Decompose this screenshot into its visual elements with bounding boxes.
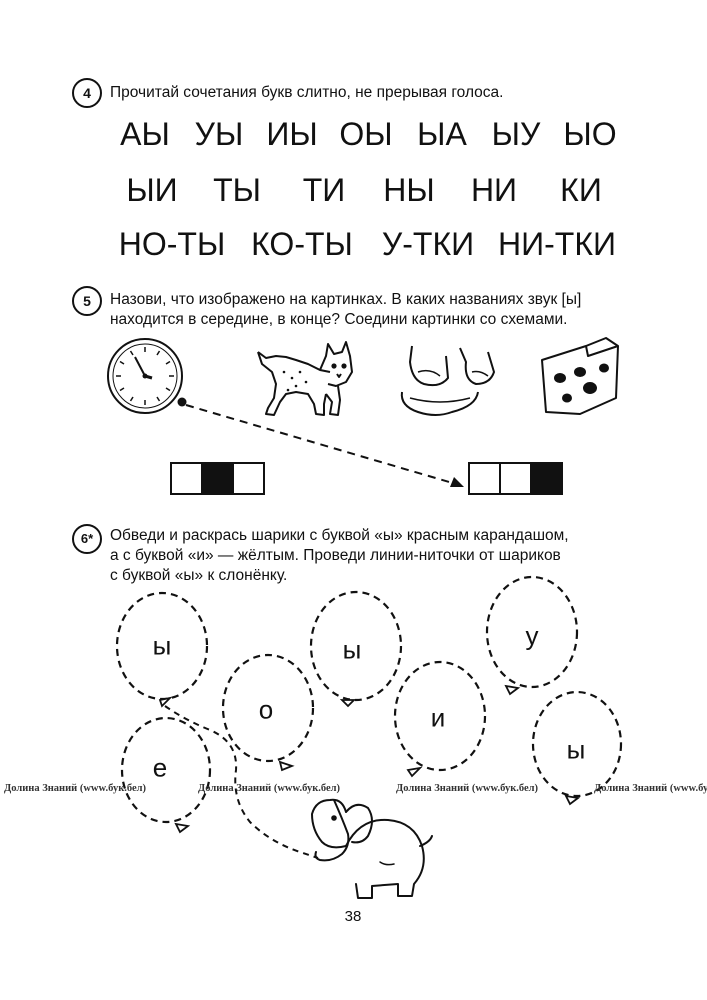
scheme-cell-filled [201,462,234,495]
balloon-outline[interactable] [485,575,579,689]
balloon-letter: ы [566,734,586,765]
task5-instruction-line2: находится в середине, в конце? Соедини к… [110,311,568,328]
syllable: КИ [560,172,602,208]
syllable: НИ-ТКИ [498,226,616,262]
task6-instruction-line3: с буквой «ы» к слонёнку. [110,567,288,584]
syllable: У-ТКИ [381,226,475,262]
elephant-icon [311,798,433,899]
syllable: НИ [470,172,518,208]
scheme-cell-empty [499,462,532,495]
task6-number: 6* [72,524,102,554]
syllable: ЫО [563,116,617,152]
task5-number: 5 [72,286,102,316]
sound-scheme[interactable] [468,462,563,495]
watermark: Долина Знаний (www.бук.бел) [198,783,341,794]
syllable: ЫУ [491,116,541,152]
syllable: ТЫ [213,172,261,208]
hands-dough-icon [400,345,495,416]
watermark: Долина Знаний (www.бук.бел) [594,783,707,794]
arrow-head [450,477,464,487]
syllable: НО-ТЫ [118,226,226,262]
balloon-knot [339,699,357,708]
watermark: Долина Знаний (www.бук.бел) [396,783,539,794]
task5-instruction-line1: Назови, что изображено на картинках. В к… [110,291,582,308]
syllable: ИЫ [266,116,318,152]
balloon-letter: и [430,702,446,733]
balloon-outline[interactable] [221,653,315,763]
syllable: ЫА [417,116,467,152]
watermark: Долина Знаний (www.бук.бел) [4,783,147,794]
balloon-knot [406,766,423,778]
page-number: 38 [344,908,362,925]
task4-instruction: Прочитай сочетания букв слитно, не преры… [110,84,504,101]
balloon-letter: е [152,752,168,783]
balloon-outline[interactable] [531,690,623,798]
scheme-cell-empty [232,462,265,495]
scheme-cell-empty [468,462,501,495]
connection-line [185,404,457,485]
syllable: ЫИ [126,172,178,208]
balloon-letter: о [258,694,274,725]
balloon-knot [564,794,581,806]
balloon-string [164,705,319,859]
lynx-icon [257,341,353,416]
balloon-letter: у [525,620,539,651]
syllable: НЫ [383,172,435,208]
balloon-letter: ы [152,630,172,661]
sound-scheme[interactable] [170,462,265,495]
scheme-cell-filled [530,462,563,495]
syllable: КО-ТЫ [251,226,353,262]
balloon-letter: ы [342,634,362,665]
balloon-knot [174,822,191,834]
task6-instruction-line1: Обведи и раскрась шарики с буквой «ы» кр… [110,527,569,544]
task6-instruction-line2: а с буквой «и» — жёлтым. Проведи линии-н… [110,547,561,564]
balloon-outline[interactable] [120,716,212,824]
cheese-icon [541,337,619,415]
syllable: ОЫ [339,116,393,152]
syllable: УЫ [194,116,244,152]
balloon-outline[interactable] [309,590,403,702]
syllable: ТИ [302,172,346,208]
balloon-outline[interactable] [393,660,487,772]
clock-icon [107,338,183,414]
scheme-cell-empty [170,462,203,495]
balloon-knot [278,760,295,772]
task4-number: 4 [72,78,102,108]
balloon-knot [504,684,521,696]
syllable: АЫ [120,116,170,152]
balloon-knot [158,696,173,708]
arrow-start-dot [177,397,187,407]
